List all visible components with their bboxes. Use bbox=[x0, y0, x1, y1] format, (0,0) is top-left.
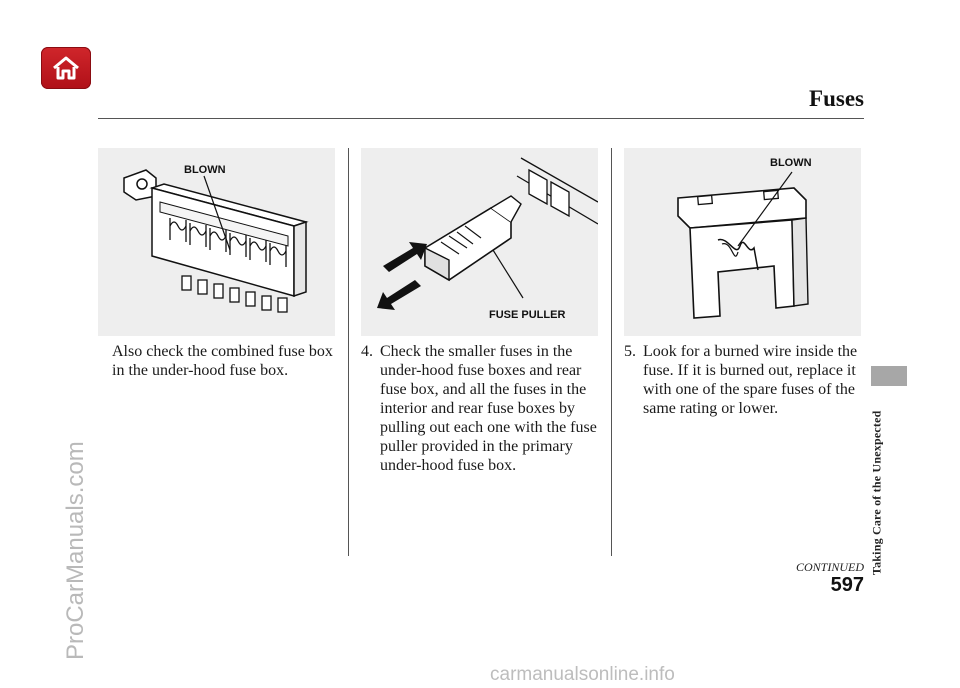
home-button[interactable] bbox=[41, 47, 91, 89]
figure-label-blown: BLOWN bbox=[184, 164, 226, 176]
figure-combined-fuse: BLOWN bbox=[98, 148, 335, 336]
continued-label: CONTINUED bbox=[795, 560, 864, 574]
column-divider bbox=[611, 148, 612, 556]
figure-label-blown: BLOWN bbox=[770, 157, 812, 169]
home-icon bbox=[53, 56, 79, 80]
paragraph-step-4: 4. Check the smaller fuses in the under-… bbox=[361, 342, 601, 475]
column-divider bbox=[348, 148, 349, 556]
figure-fuse-puller: FUSE PULLER bbox=[361, 148, 599, 336]
paragraph-text: Look for a burned wire inside the fuse. … bbox=[643, 343, 858, 417]
section-tab bbox=[871, 366, 907, 386]
header-rule bbox=[98, 118, 864, 119]
paragraph-step-5: 5. Look for a burned wire inside the fus… bbox=[624, 342, 862, 418]
watermark-bottom: carmanualsonline.info bbox=[490, 664, 675, 685]
figure-label-fuse-puller: FUSE PULLER bbox=[489, 309, 566, 321]
combined-fuse-illustration bbox=[123, 169, 309, 313]
step-number: 5. bbox=[624, 343, 636, 360]
blade-fuse-illustration bbox=[677, 171, 809, 319]
fuse-puller-illustration bbox=[377, 157, 599, 310]
figure-blade-fuse: BLOWN bbox=[624, 148, 861, 336]
page-title: Fuses bbox=[809, 86, 864, 111]
watermark-vertical: ProCarManuals.com bbox=[62, 441, 89, 660]
section-label: Taking Care of the Unexpected bbox=[869, 410, 884, 575]
paragraph-text: Check the smaller fuses in the under-hoo… bbox=[380, 343, 597, 474]
step-number: 4. bbox=[361, 343, 373, 360]
paragraph-text: Also check the combined fuse box in the … bbox=[112, 343, 333, 379]
paragraph-combined-fuse: Also check the combined fuse box in the … bbox=[112, 342, 344, 380]
page-number: 597 bbox=[830, 574, 864, 596]
